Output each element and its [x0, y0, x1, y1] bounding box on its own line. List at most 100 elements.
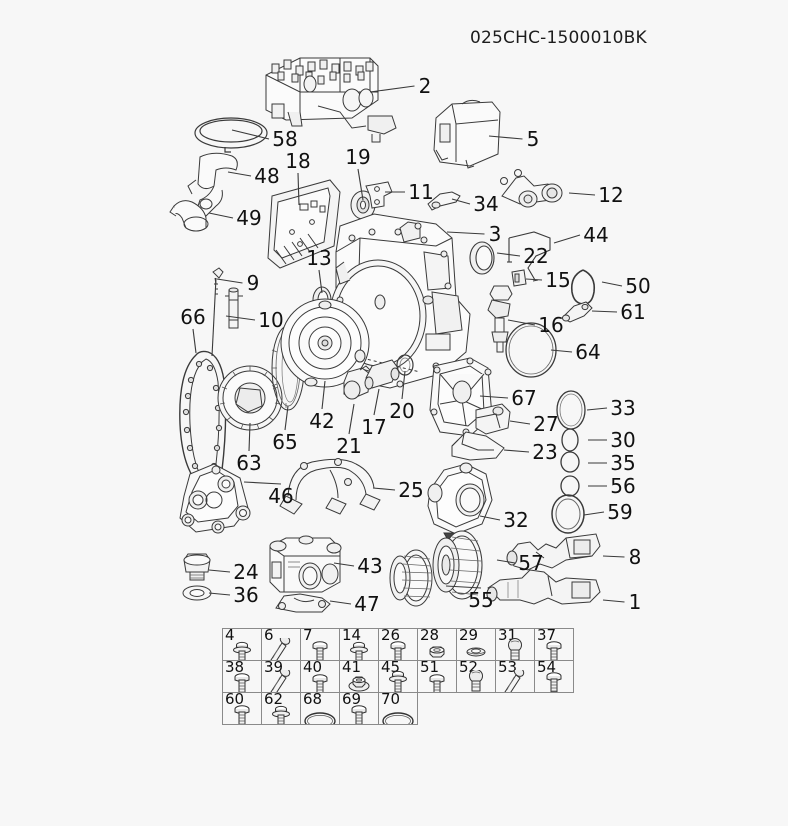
fastener-number-29: 29 [459, 626, 479, 644]
short-bolt-icon [312, 674, 328, 692]
fastener-number-54: 54 [537, 658, 557, 676]
short-bolt-icon [429, 674, 445, 692]
fastener-number-37: 37 [537, 626, 557, 644]
fastener-number-69: 69 [342, 690, 362, 708]
callout-number-55: 55 [468, 588, 494, 612]
fastener-cell-6[interactable]: 6 [261, 626, 301, 661]
callout-number-1: 1 [628, 590, 642, 614]
fastener-cell-69[interactable]: 69 [339, 690, 379, 725]
fastener-number-26: 26 [381, 626, 401, 644]
callout-number-36: 36 [233, 583, 259, 607]
callout-number-11: 11 [408, 180, 434, 204]
fastener-cell-60[interactable]: 60 [222, 691, 262, 725]
fastener-number-41: 41 [342, 658, 362, 676]
callout-number-22: 22 [523, 244, 549, 268]
callout-number-25: 25 [398, 478, 424, 502]
fastener-cell-empty [457, 693, 496, 725]
fastener-number-7: 7 [303, 626, 313, 644]
callout-number-20: 20 [389, 399, 415, 423]
fastener-cell-26[interactable]: 26 [378, 626, 418, 661]
fastener-cell-empty [418, 693, 457, 725]
long-screw-icon [270, 638, 292, 660]
stud-bolt-icon [469, 670, 483, 692]
o-ring-icon [304, 712, 336, 724]
callout-number-30: 30 [610, 428, 636, 452]
callout-number-19: 19 [345, 145, 371, 169]
fastener-number-38: 38 [225, 658, 245, 676]
callout-number-17: 17 [361, 415, 387, 439]
callout-number-18: 18 [285, 149, 311, 173]
fastener-cell-7[interactable]: 7 [300, 626, 340, 661]
fastener-number-53: 53 [498, 658, 518, 676]
fastener-number-28: 28 [420, 626, 440, 644]
fastener-cell-70[interactable]: 70 [378, 691, 418, 725]
hex-bolt-icon [390, 641, 406, 660]
fastener-cell-28[interactable]: 28 [417, 626, 457, 661]
callout-number-32: 32 [503, 508, 529, 532]
fastener-number-40: 40 [303, 658, 323, 676]
callout-number-47: 47 [354, 592, 380, 616]
callout-number-64: 64 [575, 340, 601, 364]
callout-number-43: 43 [357, 554, 383, 578]
callout-number-44: 44 [583, 223, 609, 247]
callout-number-21: 21 [336, 434, 362, 458]
round-bolt-icon [508, 638, 522, 660]
fastener-number-62: 62 [264, 690, 284, 708]
callout-number-59: 59 [607, 500, 633, 524]
fastener-number-4: 4 [225, 626, 235, 644]
washer-icon [466, 647, 486, 657]
fastener-number-51: 51 [420, 658, 440, 676]
callout-number-10: 10 [258, 308, 284, 332]
fastener-number-6: 6 [264, 626, 274, 644]
callout-number-24: 24 [233, 560, 259, 584]
callout-number-67: 67 [511, 386, 537, 410]
hex-bolt-icon [351, 705, 367, 724]
fastener-cell-40[interactable]: 40 [300, 658, 340, 693]
fastener-cell-52[interactable]: 52 [456, 659, 496, 693]
fastener-cell-4[interactable]: 4 [222, 626, 262, 661]
fastener-cell-39[interactable]: 39 [261, 658, 301, 693]
callout-number-46: 46 [268, 484, 294, 508]
fastener-cell-empty [496, 693, 535, 725]
thin-bolt-icon [546, 672, 562, 692]
callout-number-56: 56 [610, 474, 636, 498]
callout-number-65: 65 [272, 430, 298, 454]
long-bolt-icon [389, 670, 407, 692]
flange-nut-icon [348, 676, 370, 692]
callout-number-66: 66 [180, 305, 206, 329]
fastener-cell-37[interactable]: 37 [534, 626, 574, 661]
flange-bolt-icon [233, 641, 251, 660]
fastener-number-39: 39 [264, 658, 284, 676]
long-screw-icon [504, 670, 526, 692]
callout-number-48: 48 [254, 164, 280, 188]
fastener-cell-14[interactable]: 14 [339, 626, 379, 661]
fastener-number-68: 68 [303, 690, 323, 708]
drawing-code: 025CHC-1500010BK [470, 28, 647, 48]
callout-number-5: 5 [526, 127, 540, 151]
fastener-cell-31[interactable]: 31 [495, 627, 535, 661]
fastener-cell-29[interactable]: 29 [456, 626, 496, 661]
fastener-cell-53[interactable]: 53 [495, 658, 535, 693]
fastener-cell-54[interactable]: 54 [534, 658, 574, 693]
fastener-cell-41[interactable]: 41 [339, 658, 379, 693]
fastener-cell-62[interactable]: 62 [261, 690, 301, 725]
hex-nut-icon [429, 646, 445, 658]
callout-number-23: 23 [532, 440, 558, 464]
callout-number-33: 33 [610, 396, 636, 420]
fastener-cell-empty [535, 693, 574, 725]
hex-bolt-icon [546, 641, 562, 660]
fastener-cell-68[interactable]: 68 [300, 690, 340, 725]
callout-number-34: 34 [473, 192, 499, 216]
fastener-cell-38[interactable]: 38 [222, 658, 262, 693]
hex-bolt-icon [312, 641, 328, 660]
fastener-number-14: 14 [342, 626, 362, 644]
callout-number-2: 2 [418, 74, 432, 98]
callout-number-35: 35 [610, 451, 636, 475]
fastener-cell-45[interactable]: 45 [378, 659, 418, 693]
long-screw-icon [270, 670, 292, 692]
callout-number-58: 58 [272, 127, 298, 151]
callout-number-57: 57 [518, 551, 544, 575]
fastener-cell-51[interactable]: 51 [417, 658, 457, 693]
